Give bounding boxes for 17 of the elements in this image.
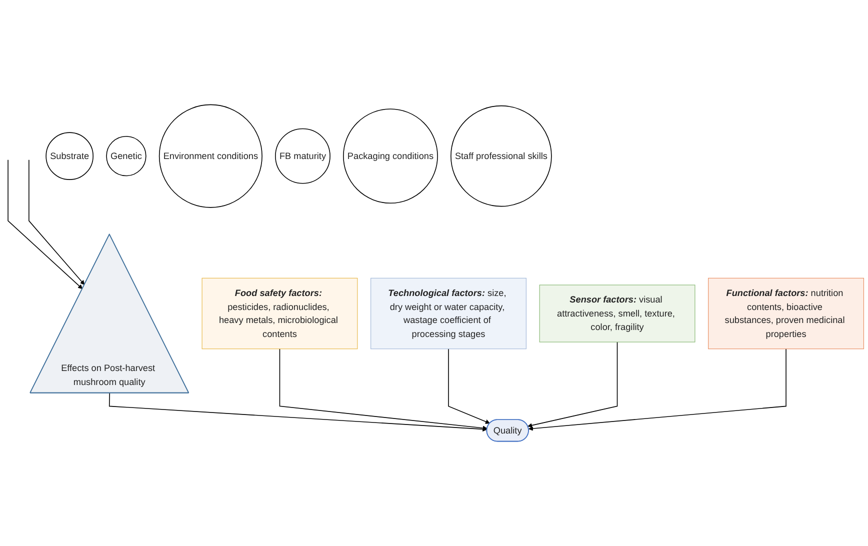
node-circle: Packaging conditions (343, 108, 438, 204)
node-circle: Genetic (106, 136, 146, 176)
arrow (8, 159, 83, 290)
arrow (528, 342, 618, 428)
node-circle: Substrate (46, 132, 94, 180)
arrow (28, 159, 85, 285)
node-box: Food safety factors: pesticides, radionuclides, heavy metals, microbiological contents (202, 278, 358, 350)
arrow (448, 348, 490, 424)
arrow (279, 348, 488, 430)
arrow (108, 392, 488, 432)
node-circle: Environment conditions (158, 104, 262, 208)
node-circle: Staff professional skills (450, 105, 552, 207)
arrow (528, 348, 786, 431)
node-circle: FB maturity (275, 128, 330, 184)
node-box: Technological factors: size, dry weight or water capacity, wastage coefficient of processing stages (370, 278, 526, 350)
node-box: Sensor factors: visual attractiveness, smell, texture, color, fragility (539, 284, 696, 342)
node-box: Functional factors: nutrition contents, bioactive substances, proven medicinal properties (708, 278, 864, 350)
